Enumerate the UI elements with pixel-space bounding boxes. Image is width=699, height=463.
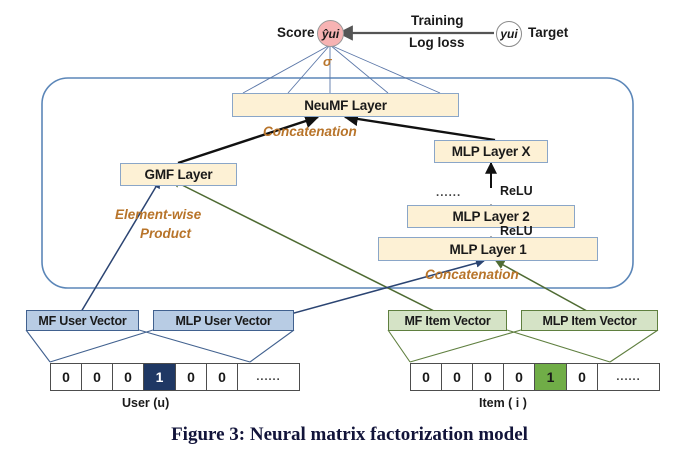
mlp-layer-1-box[interactable]: MLP Layer 1	[378, 237, 598, 261]
mf-user-vector-box[interactable]: MF User Vector	[26, 310, 139, 331]
item-cell-6: ......	[597, 363, 660, 391]
item-cell-4: 1	[534, 363, 567, 391]
gmf-layer-box[interactable]: GMF Layer	[120, 163, 237, 186]
concatenation-bottom-label: Concatenation	[425, 267, 519, 282]
mlp-item-vector-box[interactable]: MLP Item Vector	[521, 310, 658, 331]
item-cell-5: 0	[566, 363, 598, 391]
user-cell-5: 0	[206, 363, 238, 391]
mlp-layer-x-box[interactable]: MLP Layer X	[434, 140, 548, 163]
mlp-user-vector-box[interactable]: MLP User Vector	[153, 310, 294, 331]
item-cell-3: 0	[503, 363, 535, 391]
logloss-label: Log loss	[409, 35, 465, 50]
mlp-layer-2-box[interactable]: MLP Layer 2	[407, 205, 575, 228]
sigma-label: σ	[323, 54, 332, 69]
user-cell-4: 0	[175, 363, 207, 391]
user-cell-6: ......	[237, 363, 300, 391]
user-input-label: User (u)	[122, 396, 170, 410]
score-label: Score	[277, 25, 315, 40]
mf-item-vector-box[interactable]: MF Item Vector	[388, 310, 507, 331]
user-cell-3: 1	[143, 363, 176, 391]
concatenation-top-label: Concatenation	[263, 124, 357, 139]
target-label: Target	[528, 25, 569, 40]
element-wise-label: Element-wise	[115, 207, 202, 222]
user-cell-2: 0	[112, 363, 144, 391]
relu-lower-label: ReLU	[500, 224, 533, 238]
item-cell-1: 0	[441, 363, 473, 391]
user-cell-1: 0	[81, 363, 113, 391]
item-cell-0: 0	[410, 363, 442, 391]
training-label: Training	[411, 13, 464, 28]
neumf-layer-box[interactable]: NeuMF Layer	[232, 93, 459, 117]
score-node: ŷui	[317, 20, 344, 47]
item-input-label: Item ( i )	[479, 396, 527, 410]
user-cell-0: 0	[50, 363, 82, 391]
figure-caption: Figure 3: Neural matrix factorization mo…	[171, 424, 528, 445]
relu-upper-label: ReLU	[500, 184, 533, 198]
target-node: yui	[496, 21, 522, 47]
relu-dots-label: ......	[436, 187, 462, 199]
product-label: Product	[140, 226, 192, 241]
item-cell-2: 0	[472, 363, 504, 391]
